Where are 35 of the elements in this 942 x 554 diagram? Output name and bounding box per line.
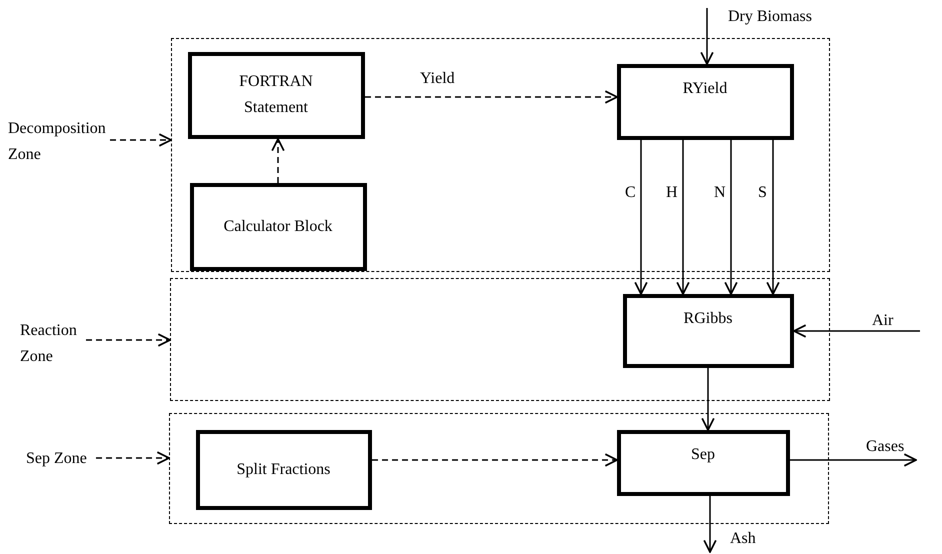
process-box bbox=[188, 52, 364, 138]
arrow bbox=[372, 453, 618, 467]
process-box bbox=[190, 182, 366, 270]
zone-label: Sep Zone bbox=[26, 446, 96, 472]
arrow bbox=[365, 90, 618, 104]
arrow bbox=[700, 8, 714, 65]
block-name: Split Fractions bbox=[236, 460, 332, 480]
zone-label: Reaction Zone bbox=[20, 318, 86, 370]
process-box bbox=[196, 430, 372, 510]
edge-label: Gases bbox=[866, 438, 904, 456]
arrow bbox=[701, 368, 715, 431]
block-name: FORTRAN Statement bbox=[238, 72, 314, 118]
arrow bbox=[271, 138, 285, 183]
arrow bbox=[766, 140, 780, 295]
process-box bbox=[622, 294, 794, 368]
arrow bbox=[724, 140, 738, 295]
arrow bbox=[703, 496, 717, 553]
arrow bbox=[634, 140, 648, 295]
block-name: RYield bbox=[682, 78, 728, 98]
block-name: Sep bbox=[690, 444, 716, 464]
zone-box bbox=[171, 38, 830, 272]
block-name: Calculator Block bbox=[222, 216, 334, 236]
arrow bbox=[793, 324, 920, 338]
edge-label: Dry Biomass bbox=[728, 8, 812, 26]
zone-label: Decomposition Zone bbox=[8, 116, 110, 168]
arrow bbox=[86, 333, 171, 347]
zone-box bbox=[170, 278, 830, 401]
arrow bbox=[110, 133, 172, 147]
process-box bbox=[616, 64, 794, 140]
zone-box bbox=[169, 413, 829, 524]
process-box bbox=[616, 430, 790, 496]
arrow bbox=[96, 451, 170, 465]
arrow bbox=[790, 453, 917, 467]
arrow bbox=[676, 140, 690, 295]
block-name: RGibbs bbox=[682, 308, 734, 328]
